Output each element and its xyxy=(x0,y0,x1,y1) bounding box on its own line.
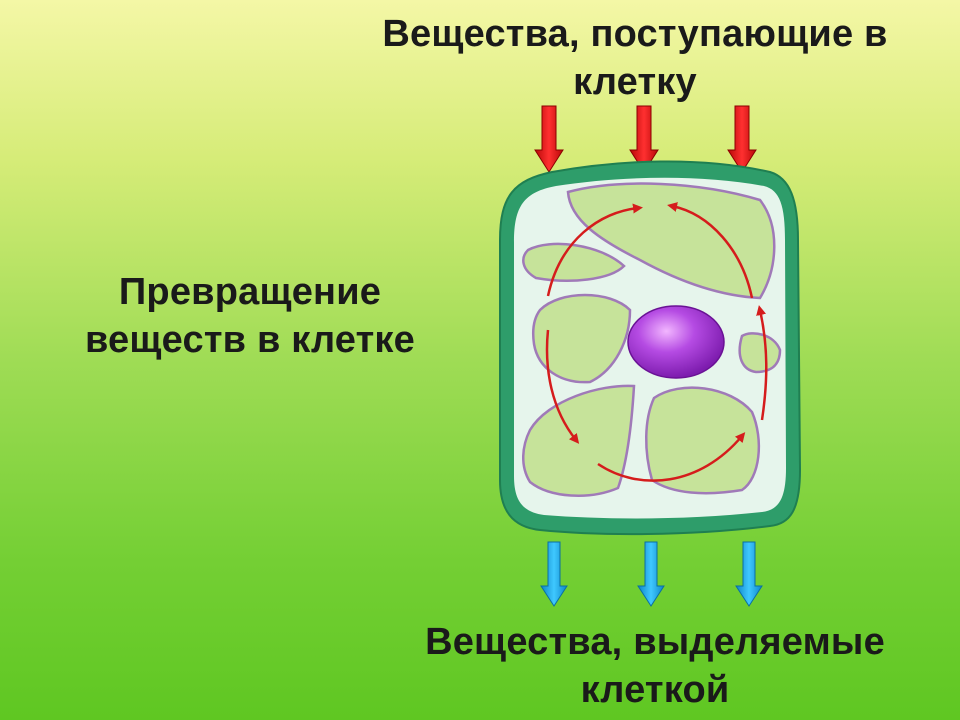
transformation-label-line-1: Превращение xyxy=(118,271,382,313)
excreted-arrow-3 xyxy=(735,541,763,607)
excreted-substances-label-line-2: клеткой xyxy=(580,669,730,711)
excreted-substances-label: Вещества, выделяемые клеткой xyxy=(370,618,940,714)
excreted-arrows xyxy=(540,541,763,607)
incoming-arrow-1 xyxy=(534,105,564,173)
cyclosis-arrow-left xyxy=(545,329,580,444)
incoming-substances-label: Вещества, поступающие в клетку xyxy=(340,10,930,106)
excreted-arrow-1 xyxy=(540,541,568,607)
cyclosis-arrow-top-right xyxy=(667,202,754,299)
vacuole-top-left xyxy=(522,242,626,282)
excreted-arrow-2 xyxy=(637,541,665,607)
nucleus xyxy=(627,305,725,379)
cyclosis-arrow-bottom xyxy=(597,432,746,482)
incoming-substances-label-line-2: клетку xyxy=(573,61,697,103)
incoming-arrow-3 xyxy=(727,105,757,173)
vacuole-bottom-right xyxy=(645,386,761,495)
transformation-label-line-2: веществ в клетке xyxy=(85,319,415,361)
cyclosis-arrow-right xyxy=(756,305,768,421)
excreted-substances-label-line-1: Вещества, выделяемые xyxy=(425,621,885,663)
cyclosis-arrow-top xyxy=(546,203,643,297)
vacuole-right-small xyxy=(738,332,782,374)
vacuole-mid-left xyxy=(532,293,632,384)
cyclosis-arrows xyxy=(545,202,768,482)
incoming-substances-label-line-1: Вещества, поступающие в xyxy=(382,13,888,55)
transformation-label: Превращение веществ в клетке xyxy=(40,268,460,364)
